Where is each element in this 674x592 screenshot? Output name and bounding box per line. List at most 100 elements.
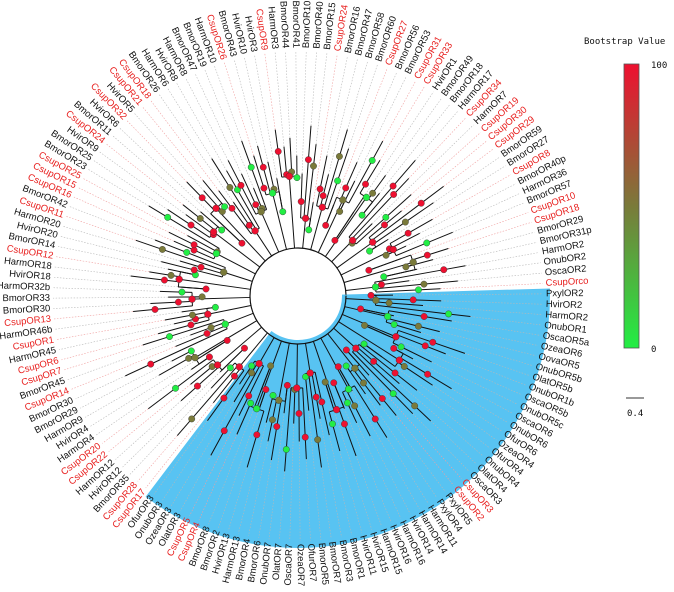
leaf-branch: [257, 145, 264, 168]
bootstrap-node: [351, 402, 359, 410]
bootstrap-node: [334, 177, 341, 185]
leaf-guide-line: [264, 53, 276, 130]
internal-branch: [231, 208, 252, 234]
leaf-branch: [218, 190, 233, 209]
bootstrap-node: [334, 363, 342, 371]
internal-branch: [363, 343, 396, 367]
leaf-guide-line: [315, 52, 328, 145]
leaf-guide-line: [339, 450, 363, 533]
leaf-guide-line: [385, 97, 443, 176]
leaf-label: HvirOR18: [9, 268, 51, 282]
leaf-guide-line: [126, 120, 188, 183]
leaf-branch: [159, 290, 182, 293]
bootstrap-node: [172, 384, 179, 392]
bootstrap-node: [409, 296, 417, 304]
internal-branch: [396, 334, 426, 347]
leaf-guide-line: [67, 334, 191, 380]
bootstrap-node: [342, 362, 350, 370]
bootstrap-node: [314, 436, 322, 444]
leaf-label: BmorOR44: [277, 1, 290, 49]
leaf-branch: [148, 387, 176, 410]
bootstrap-node: [411, 402, 419, 410]
leaf-branch: [423, 280, 458, 285]
bootstrap-node: [293, 174, 301, 182]
leaf-branch: [168, 231, 195, 246]
bootstrap-node: [329, 420, 336, 428]
leaf-guide-line: [53, 287, 160, 292]
leaf-guide-line: [238, 422, 267, 534]
internal-branch: [338, 321, 400, 361]
leaf-guide-line: [416, 242, 538, 270]
internal-branch: [258, 389, 267, 410]
leaf-guide-line: [115, 400, 182, 460]
leaf-guide-line: [301, 51, 307, 174]
bootstrap-node: [269, 416, 276, 424]
bootstrap-node: [178, 288, 186, 296]
bootstrap-node: [371, 415, 379, 423]
leaf-guide-line: [150, 100, 219, 191]
internal-branch: [373, 221, 406, 245]
bootstrap-node: [211, 303, 219, 311]
bootstrap-node: [390, 321, 398, 328]
internal-branch: [398, 329, 433, 343]
legend-min-label: 0: [651, 345, 656, 355]
leaf-branch: [393, 178, 410, 195]
bootstrap-node: [371, 283, 380, 291]
leaf-guide-line: [416, 390, 491, 449]
leaf-branch: [346, 402, 358, 424]
bootstrap-node: [188, 295, 196, 303]
bootstrap-node: [395, 356, 403, 364]
internal-branch: [364, 324, 396, 340]
bootstrap-node: [344, 399, 351, 407]
internal-branch: [169, 319, 224, 338]
bootstrap-node: [262, 386, 270, 393]
leaf-branch: [164, 314, 193, 321]
leaf-branch: [393, 324, 422, 333]
bootstrap-node: [319, 192, 327, 200]
internal-branch: [285, 387, 292, 450]
leaf-guide-line: [55, 311, 182, 330]
internal-branch: [387, 317, 419, 327]
internal-branch: [260, 211, 280, 253]
bootstrap-node: [351, 364, 359, 372]
bootstrap-node: [415, 286, 422, 294]
internal-branch: [302, 387, 306, 438]
leaf-guide-line: [399, 383, 484, 457]
bootstrap-node: [360, 340, 368, 348]
bootstrap-node: [305, 226, 313, 234]
internal-branch: [221, 347, 245, 371]
leaf-branch: [300, 173, 303, 202]
leaf-branch: [427, 248, 449, 256]
leaf-branch: [307, 125, 312, 160]
leaf-guide-line: [56, 256, 150, 273]
leaf-guide-line: [451, 388, 508, 423]
leaf-guide-line: [194, 73, 242, 174]
leaf-guide-line: [353, 91, 434, 213]
internal-branch: [288, 176, 296, 249]
leaf-guide-line: [162, 384, 240, 501]
leaf-branch: [407, 218, 433, 234]
leaf-guide-line: [73, 196, 175, 242]
internal-branch: [253, 365, 272, 408]
internal-branch: [276, 400, 282, 427]
internal-branch: [312, 341, 338, 410]
leaf-branch: [274, 129, 279, 152]
bootstrap-node: [175, 275, 183, 283]
leaf-branch: [413, 299, 442, 302]
leaf-label: HarmOR3: [265, 6, 280, 50]
leaf-guide-line: [223, 62, 254, 156]
bootstrap-node: [248, 369, 256, 377]
internal-branch: [352, 351, 394, 394]
leaf-branch: [176, 418, 193, 436]
bootstrap-node: [369, 189, 377, 197]
leaf-branch: [374, 418, 388, 438]
leaf-branch: [211, 158, 231, 188]
internal-branch: [348, 185, 394, 238]
leaf-branch: [426, 231, 453, 244]
leaf-branch: [392, 393, 414, 415]
leaf-branch: [227, 160, 242, 186]
internal-branch: [388, 310, 425, 317]
bootstrap-node: [318, 398, 326, 406]
leaf-guide-line: [379, 103, 451, 194]
bootstrap-node: [274, 148, 282, 155]
